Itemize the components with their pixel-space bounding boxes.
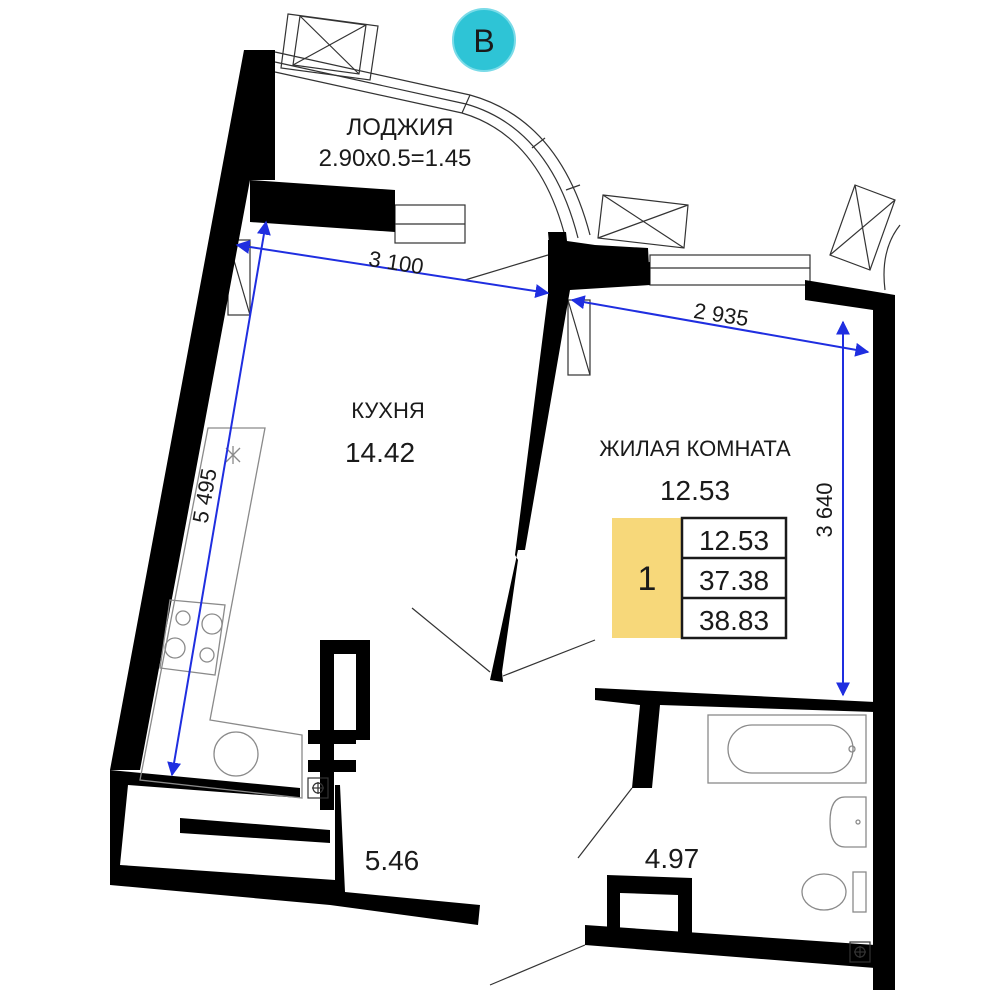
room-width-label: 2 935 (692, 298, 750, 331)
bath-bottom-wall (585, 925, 875, 968)
room-side-window (567, 299, 591, 376)
room-length-label: 3 640 (812, 482, 837, 537)
loggia-railing (274, 51, 591, 241)
kitchen-width-label: 3 100 (367, 246, 425, 279)
loggia-window-left (280, 13, 379, 81)
rooms-count: 1 (638, 560, 657, 598)
summary-total-area: 37.38 (699, 565, 769, 596)
loggia-formula: 2.90x0.5=1.45 (319, 145, 472, 172)
washbasin (829, 796, 867, 848)
hall-area: 5.46 (365, 845, 420, 876)
toilet (801, 871, 867, 913)
bottom-left-wall (110, 770, 480, 925)
meter-icon-kitchen (307, 777, 329, 799)
kitchen-length-line (167, 220, 271, 777)
room-window-right (829, 184, 901, 291)
kitchen-width-line (235, 240, 550, 298)
room-width-line (570, 295, 870, 357)
kitchen-window-sill (394, 204, 466, 244)
kitchen-name: КУХНЯ (351, 398, 425, 423)
bathroom-area: 4.97 (645, 843, 700, 874)
compass-badge: В (452, 8, 516, 72)
summary-table: 1 12.53 37.38 38.83 (612, 516, 788, 640)
kitchen-left-wall (110, 50, 275, 770)
shaft (308, 640, 370, 810)
bath-top-wall (595, 688, 875, 788)
bathtub (707, 714, 867, 784)
door-swings (411, 254, 633, 986)
loggia-window-right (597, 194, 689, 249)
kitchen-sink (213, 731, 259, 777)
living-name: ЖИЛАЯ КОМНАТА (599, 436, 791, 461)
summary-living-area: 12.53 (699, 525, 769, 556)
loggia-bottom-wall (250, 180, 395, 232)
compass-letter: В (473, 23, 494, 59)
kitchen-bottom-inner (180, 818, 330, 843)
meter-icon-bath (849, 941, 871, 963)
loggia-name: ЛОДЖИЯ (347, 114, 454, 141)
living-area: 12.53 (660, 475, 730, 506)
kitchen-area: 14.42 (345, 437, 415, 468)
room-top-wall (548, 232, 650, 290)
dimension-lines (167, 220, 870, 777)
summary-total-with-loggia: 38.83 (699, 605, 769, 636)
bath-shaft-wall (607, 875, 692, 945)
room-right-wall (805, 280, 895, 990)
room-window-sill (649, 254, 811, 286)
